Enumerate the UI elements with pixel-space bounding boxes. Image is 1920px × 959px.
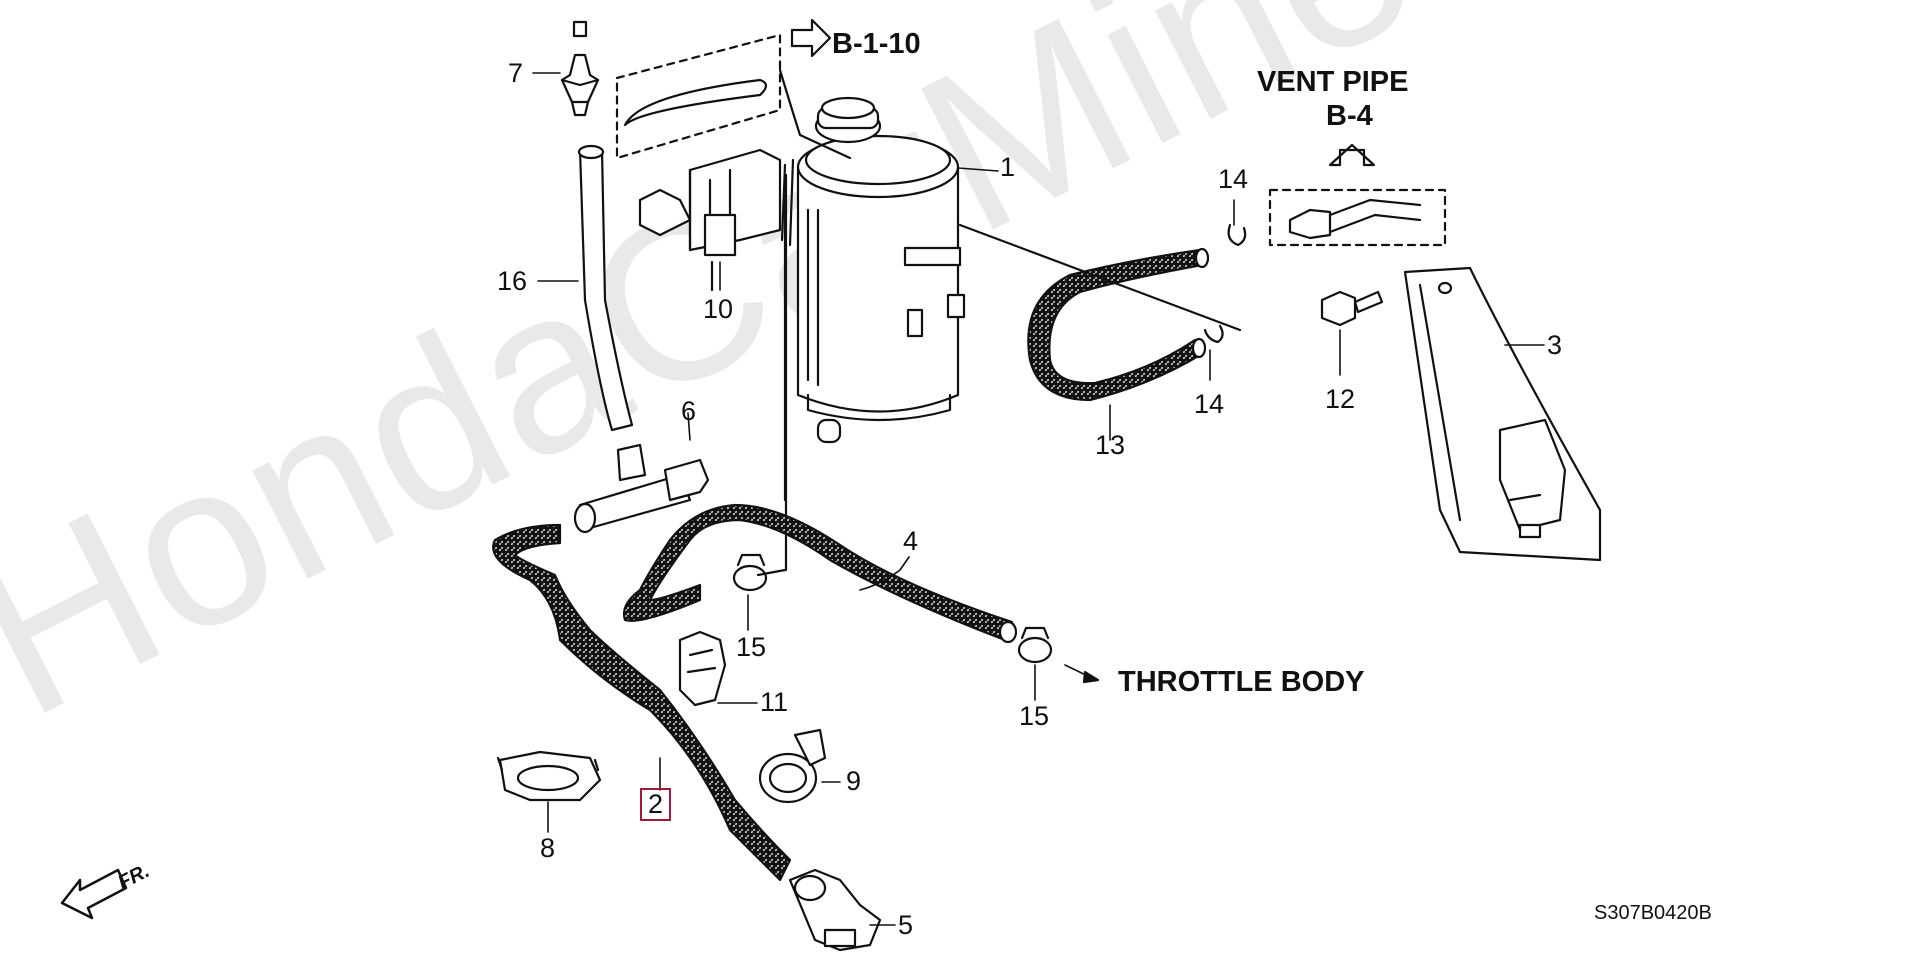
callout-part-5: 5 — [898, 910, 914, 940]
clamp-part-15-lower — [1017, 626, 1053, 664]
throttle-body-label: THROTTLE BODY — [1118, 666, 1365, 698]
b110-arrow-icon — [790, 18, 832, 58]
joint-part-5 — [788, 868, 882, 952]
callout-part-8: 8 — [540, 833, 556, 863]
callout-part-2-highlighted[interactable]: 2 — [640, 788, 672, 821]
callout-part-6: 6 — [681, 396, 697, 426]
reference-b-4[interactable]: B-4 — [1326, 100, 1373, 132]
callout-part-13: 13 — [1095, 430, 1126, 460]
clip-part-14-upper — [1227, 223, 1247, 247]
leader-lines — [532, 72, 1545, 926]
callout-part-7: 7 — [508, 58, 524, 88]
clamp-part-8 — [496, 750, 602, 802]
callout-part-3: 3 — [1547, 330, 1563, 360]
callout-part-4: 4 — [903, 526, 919, 556]
callout-part-9: 9 — [846, 766, 862, 796]
callout-part-15-lower: 15 — [1019, 701, 1050, 731]
callout-part-1: 1 — [1000, 152, 1016, 182]
bracket-part-3 — [1403, 266, 1602, 562]
vent-pipe-box — [1268, 188, 1447, 247]
clip-part-14-lower — [1203, 324, 1224, 344]
clamp-part-9 — [758, 728, 827, 804]
vent-pipe-label: VENT PIPE — [1257, 66, 1409, 98]
bracket-part-10 — [638, 148, 782, 292]
front-arrow-icon — [60, 868, 128, 920]
callout-part-14-upper: 14 — [1218, 164, 1249, 194]
callout-part-10: 10 — [703, 294, 734, 324]
vent-pipe-arrow-icon — [1328, 143, 1376, 167]
canister-part-1 — [780, 96, 966, 572]
hose-part-16 — [578, 148, 634, 432]
joint-part-6 — [573, 443, 710, 534]
reference-b-1-10[interactable]: B-1-10 — [832, 28, 921, 60]
clamp-part-15-upper — [732, 553, 768, 592]
callout-part-15-upper: 15 — [736, 632, 767, 662]
clip-part-7 — [560, 20, 600, 117]
callout-part-12: 12 — [1325, 384, 1356, 414]
diagram-code: S307B0420B — [1594, 902, 1712, 924]
hose-part-4 — [622, 503, 1014, 642]
callout-part-11: 11 — [760, 687, 789, 717]
hose-part-13 — [1027, 248, 1204, 402]
hose-part-2 — [492, 523, 792, 882]
callout-part-16: 16 — [497, 266, 528, 296]
bolt-part-12 — [1320, 290, 1384, 327]
callout-part-14-lower: 14 — [1194, 389, 1225, 419]
clip-part-11 — [678, 630, 727, 707]
